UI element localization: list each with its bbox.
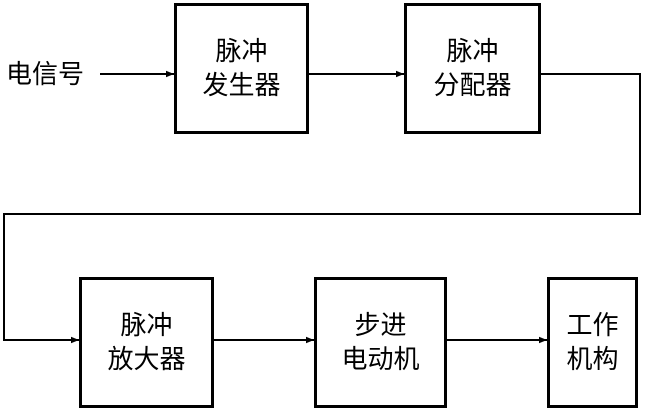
- block-label-line: 工作: [566, 310, 619, 341]
- pulse-distributor-block: 脉冲 分配器: [404, 3, 541, 134]
- pulse-amplifier-block: 脉冲 放大器: [79, 277, 214, 408]
- stepper-motor-block: 步进 电动机: [314, 277, 447, 408]
- block-label-line: 机构: [566, 344, 619, 375]
- input-signal-label: 电信号: [6, 60, 85, 90]
- block-label-line: 脉冲: [215, 36, 268, 67]
- block-label-line: 步进: [354, 310, 407, 341]
- pulse-generator-block: 脉冲 发生器: [174, 3, 309, 134]
- block-label-line: 分配器: [433, 70, 512, 101]
- block-label-line: 脉冲: [446, 36, 499, 67]
- block-label-line: 电动机: [341, 344, 420, 375]
- arrow-distributor-to-amplifier: [3, 73, 641, 344]
- block-label-line: 放大器: [107, 344, 186, 375]
- working-mechanism-block: 工作 机构: [547, 277, 638, 408]
- block-label-line: 脉冲: [120, 310, 173, 341]
- block-label-line: 发生器: [202, 70, 281, 101]
